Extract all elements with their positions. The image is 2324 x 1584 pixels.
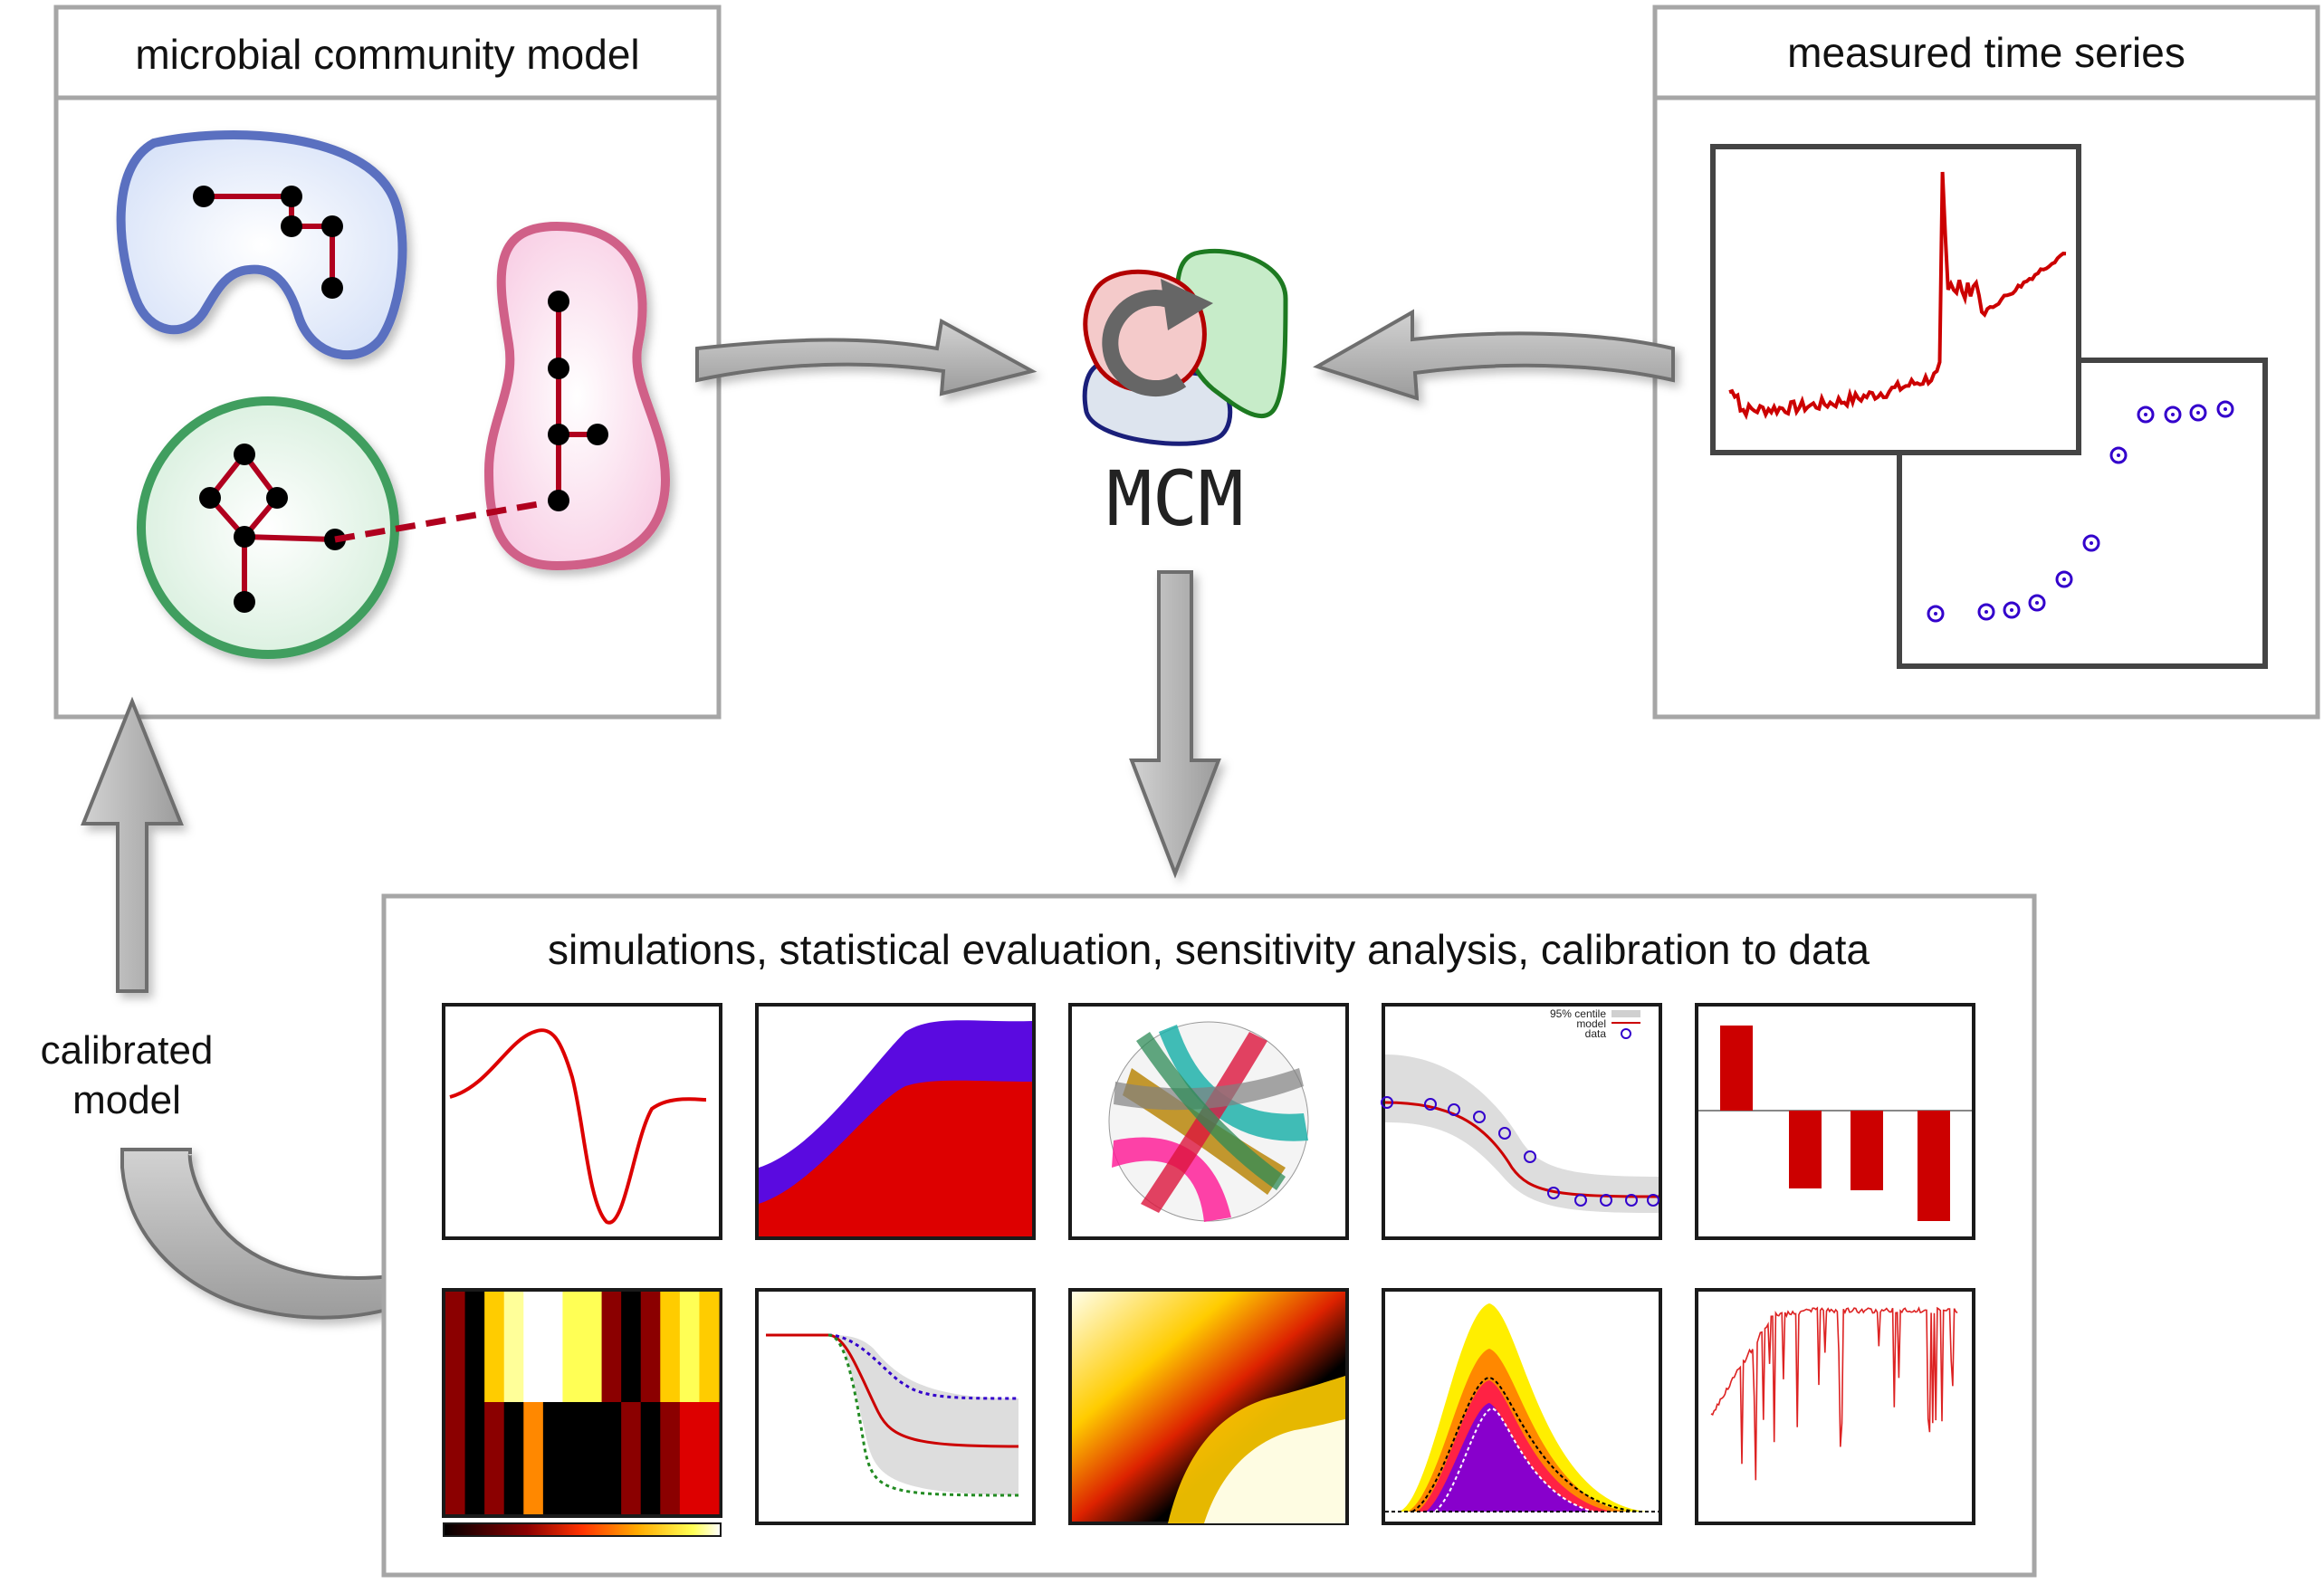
scatter-marker <box>2164 406 2182 424</box>
calibration-marker <box>1600 1194 1612 1207</box>
network-pink <box>548 291 608 511</box>
scatter-marker <box>2109 446 2128 464</box>
calibration-marker <box>1424 1098 1437 1111</box>
calibration-marker <box>1381 1096 1393 1109</box>
legend-centile: 95% centile <box>1550 1007 1606 1020</box>
legend-data: data <box>1585 1027 1607 1040</box>
thumb-calibration-fit: 95% centile model data <box>1381 1003 1662 1240</box>
thumb-centile-fan <box>1382 1288 1662 1525</box>
scatter-marker <box>2028 594 2046 612</box>
cell-pink <box>483 221 671 571</box>
cell-green-membrane <box>137 396 399 659</box>
thumb-dynamics-curve <box>442 1003 722 1240</box>
series-panel: measured time series <box>1652 5 2320 720</box>
scatter-marker <box>2137 406 2155 424</box>
thumb-uncertainty-band <box>755 1288 1036 1525</box>
calibration-marker <box>1547 1187 1560 1199</box>
scatter-marker <box>2216 400 2234 418</box>
calibration-marker <box>1498 1127 1511 1140</box>
scatter-marker <box>1977 603 1995 621</box>
calibration-marker <box>1524 1150 1536 1163</box>
legend-model: model <box>1576 1017 1606 1030</box>
line-series-plot <box>1710 144 2081 455</box>
thumb-stacked-area <box>755 1003 1036 1240</box>
scatter-marker <box>2189 404 2207 422</box>
line-series-trace <box>1728 171 2067 421</box>
refresh-arrowhead-icon <box>1161 279 1213 330</box>
cell-blue <box>116 130 407 360</box>
calibration-data-markers <box>1381 1096 1659 1207</box>
feedback-label-line1: calibrated <box>41 1028 214 1073</box>
calibration-marker <box>1574 1194 1587 1207</box>
calibration-marker <box>1448 1103 1460 1116</box>
logo-label: MCM <box>1106 454 1244 543</box>
scatter-marker <box>2082 534 2100 552</box>
thumb-chord-diagram <box>1068 1003 1349 1240</box>
cell-pink-membrane <box>483 221 671 571</box>
thumb-sensitivity-bars <box>1695 1003 1975 1240</box>
thumb-noisy-trace <box>1695 1288 1975 1525</box>
cell-blue-membrane <box>116 130 407 360</box>
thumb-heatmap-bars <box>442 1288 722 1537</box>
thumb-2d-heatmap <box>1068 1288 1349 1525</box>
mcm-logo: MCM <box>1082 248 1288 543</box>
calibration-marker <box>1625 1194 1638 1207</box>
model-panel: microbial community model <box>53 5 722 720</box>
results-panel-title: simulations, statistical evaluation, sen… <box>548 926 1870 973</box>
cross-cell-link <box>334 500 544 543</box>
calibration-marker <box>1473 1111 1486 1123</box>
calibration-marker <box>1647 1194 1659 1207</box>
refresh-icon <box>1102 290 1187 397</box>
network-blue <box>193 186 343 299</box>
arrow-mcm-to-results <box>1129 570 1221 879</box>
arrow-results-to-model <box>81 696 397 1320</box>
logo-red-shape <box>1083 269 1207 394</box>
arrow-series-to-mcm <box>1313 309 1675 401</box>
model-panel-title: microbial community model <box>135 31 639 78</box>
scatter-series-markers <box>1927 400 2234 623</box>
scatter-marker <box>2003 601 2021 619</box>
feedback-label-line2: model <box>72 1078 181 1122</box>
results-panel: simulations, statistical evaluation, sen… <box>381 893 2037 1578</box>
cell-green <box>137 396 399 659</box>
scatter-marker <box>1927 605 1945 623</box>
arrow-model-to-mcm <box>695 318 1038 396</box>
series-panel-title: measured time series <box>1787 29 2185 76</box>
scatter-marker <box>2055 570 2073 588</box>
